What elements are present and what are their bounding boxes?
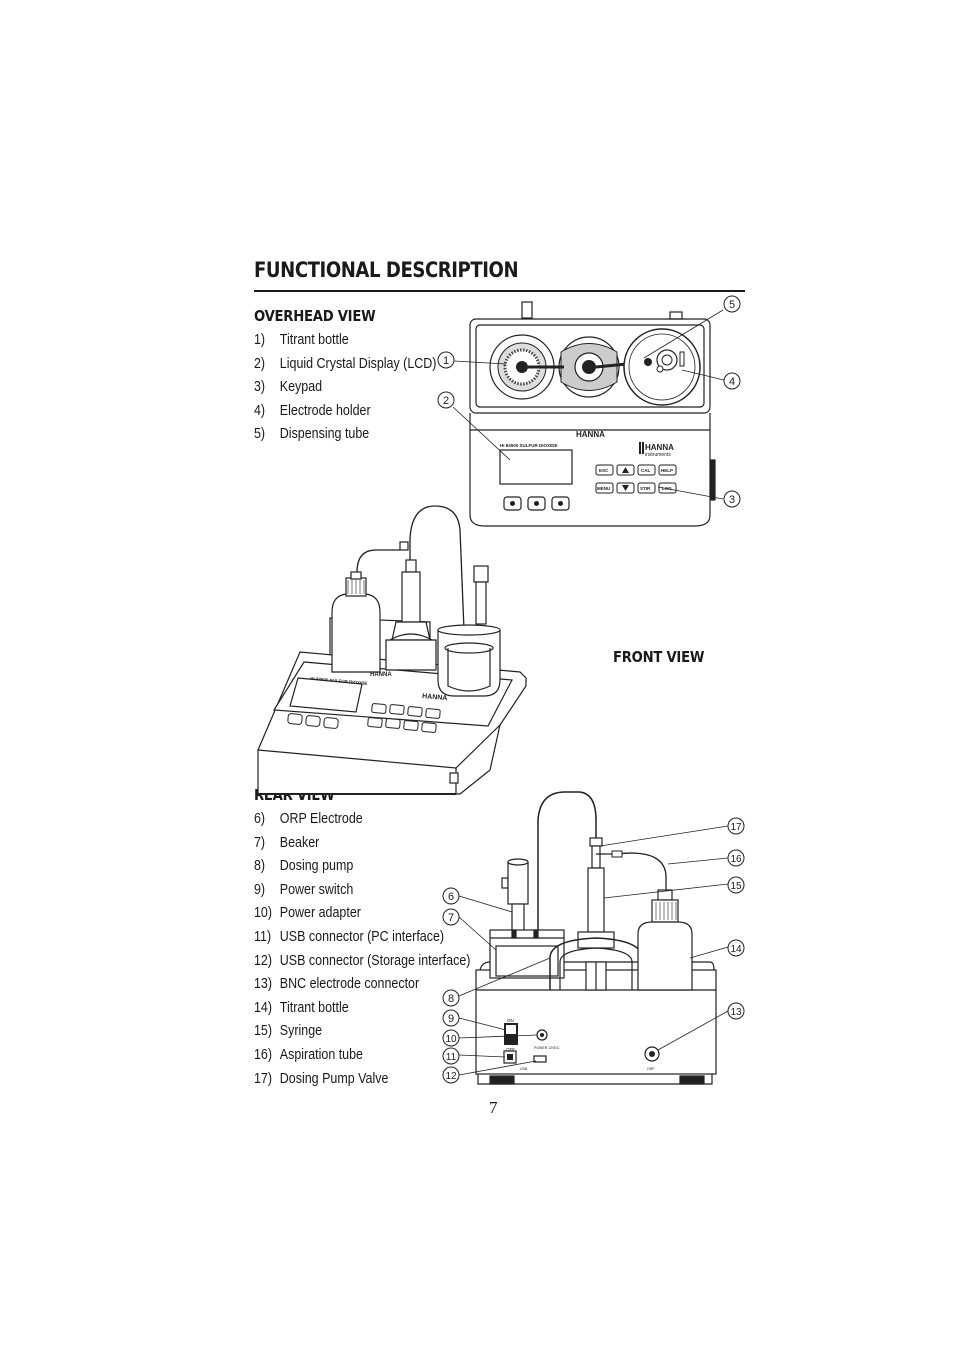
callout-12: 12 [445, 1071, 457, 1082]
list-item: 1)Titrant bottle [254, 332, 349, 348]
page-number: 7 [489, 1098, 498, 1117]
list-item: 11)USB connector (PC interface) [254, 928, 445, 945]
syringe-front [385, 541, 437, 671]
titrant-bottle-front [331, 571, 381, 673]
list-item: 6)ORP Electrode [254, 811, 363, 827]
keypad-front [287, 703, 441, 733]
page-title: FUNCTIONAL DESCRIPTION [254, 258, 519, 282]
callout-16: 16 [730, 854, 742, 865]
list-item: 12)USB connector (Storage interface) [254, 952, 471, 969]
svg-text:MENU: MENU [597, 486, 610, 491]
brand-front: HANNA [370, 672, 392, 678]
list-item: 13)BNC electrode connector [254, 976, 420, 993]
list-item: 2)Liquid Crystal Display (LCD) [254, 355, 437, 372]
brand-logo-top: HANNA [645, 443, 674, 452]
callout-15: 15 [730, 881, 742, 892]
front-view-heading: FRONT VIEW [613, 648, 705, 666]
model-label-top: HI 84500 SULFUR DIOXIDE [500, 443, 558, 448]
orp-electrode-rear [501, 858, 529, 935]
callout-2: 2 [443, 395, 449, 407]
callout-14: 14 [730, 944, 742, 955]
brand-sub-top: instruments [645, 452, 671, 458]
rear-view-diagram: ON OFF POWER 12VDC USB ORP 6 7 8 9 10 11… [442, 791, 745, 1085]
brand-logo-front: HANNA [422, 693, 448, 702]
callout-6: 6 [448, 891, 454, 903]
list-item: 5)Dispensing tube [254, 426, 370, 443]
model-label-front: HI 84500 SULFUR DIOXIDE [310, 676, 368, 686]
title-rule [254, 290, 745, 292]
list-item: 8)Dosing pump [254, 858, 354, 875]
lcd-front [289, 677, 363, 713]
list-item: 14)Titrant bottle [254, 999, 349, 1016]
overhead-view-heading: OVERHEAD VIEW [254, 307, 376, 325]
svg-text:HELP: HELP [661, 468, 673, 473]
power-off-label: OFF [506, 1047, 515, 1052]
beaker-front [437, 565, 501, 697]
list-item: 17)Dosing Pump Valve [254, 1070, 389, 1087]
list-item: 15)Syringe [254, 1023, 323, 1040]
callout-17: 17 [730, 822, 742, 833]
overhead-list: 1)Titrant bottle 2)Liquid Crystal Displa… [254, 332, 466, 450]
list-item: 10)Power adapter [254, 905, 361, 922]
list-item: 9)Power switch [254, 881, 354, 898]
svg-text:STIR: STIR [640, 486, 651, 491]
usb-label: USB [520, 1067, 528, 1071]
callout-3: 3 [729, 494, 735, 506]
svg-text:CAL: CAL [641, 468, 650, 473]
dosing-pump-rear [549, 837, 643, 991]
svg-text:ESC: ESC [599, 468, 609, 473]
callout-8: 8 [448, 993, 454, 1005]
titrant-bottle-rear [637, 889, 693, 991]
brand-top: HANNA [576, 430, 605, 439]
rear-list: 6)ORP Electrode 7)Beaker 8)Dosing pump 9… [254, 811, 506, 1094]
power-label: POWER 12VDC [534, 1046, 560, 1050]
callout-11: 11 [446, 1052, 457, 1063]
usb-storage-connector [533, 1055, 547, 1063]
syringe-top [558, 336, 620, 398]
callout-7: 7 [448, 912, 454, 924]
orp-label: ORP [647, 1067, 655, 1071]
beaker-rear [489, 929, 565, 979]
callout-13: 13 [730, 1007, 742, 1018]
keypad-top: ESC CAL HELP MENU STIR LOG [595, 464, 677, 494]
callout-5: 5 [729, 299, 735, 311]
callout-10: 10 [445, 1034, 457, 1045]
list-item: 7)Beaker [254, 834, 320, 851]
lcd-top [499, 449, 573, 485]
overhead-view-diagram: HANNA HI 84500 SULFUR DIOXIDE HANNA inst… [437, 295, 741, 527]
callout-1: 1 [443, 355, 449, 367]
front-view-diagram: HI 84500 SULFUR DIOXIDE HANNA HANNA [257, 505, 527, 795]
callout-4: 4 [729, 376, 735, 388]
list-item: 4)Electrode holder [254, 402, 371, 419]
callout-9: 9 [448, 1013, 454, 1025]
list-item: 3)Keypad [254, 379, 323, 396]
power-on-label: ON [507, 1018, 514, 1023]
electrode-holder-top [623, 328, 701, 406]
list-item: 16)Aspiration tube [254, 1046, 363, 1063]
